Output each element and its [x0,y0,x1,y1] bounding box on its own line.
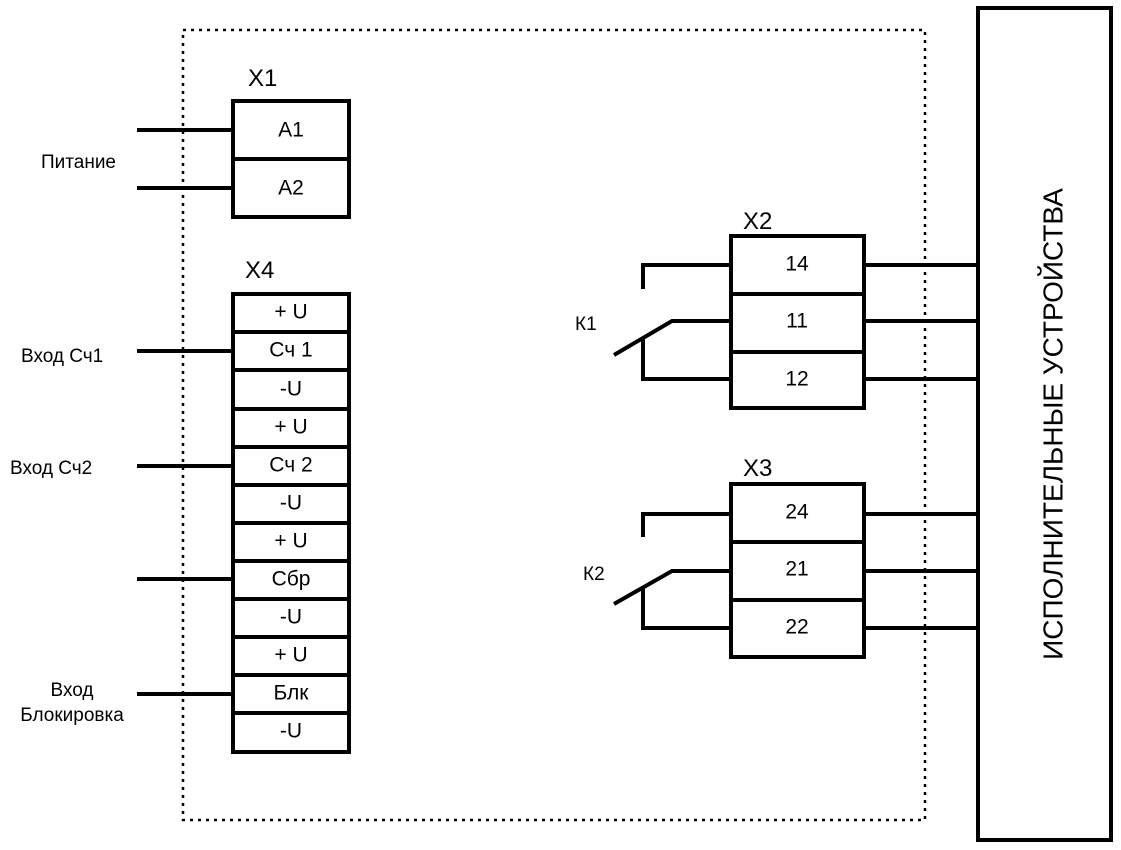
x3-frame [729,482,866,659]
x4-cell-label: Сч 1 [269,339,312,362]
relay-k2-contact [613,512,731,630]
k1-nc-wire [641,263,731,289]
device-boundary [181,28,927,822]
input2-label: Вход Сч2 [10,458,92,479]
x2-cell-label: 14 [785,253,809,276]
executive-devices-box [976,6,1113,842]
x2-cell-label: 11 [786,310,808,333]
x4-cell-label: + U [274,530,307,553]
x1-cell-label: A2 [278,177,304,200]
k2-nc-wire [641,512,731,537]
x3-cell-label: 22 [785,616,808,639]
k1-no-wire [641,338,731,381]
k1-common-wire [612,319,731,357]
x4-cell-label: -U [280,492,302,515]
x1-terminal-block: A1 A2 [231,99,351,219]
x4-cell-label: Блк [274,682,310,705]
k1-label: К1 [575,314,597,335]
x2-terminal-block: 14 11 12 [729,234,866,410]
block-label-line1: Вход [51,680,94,701]
x4-cell-label: + U [274,301,307,324]
x4-cell-label: + U [274,644,307,667]
x1-name: X1 [248,65,277,92]
k2-label: К2 [583,564,605,585]
x3-name: X3 [743,455,772,482]
x4-cell-label: -U [280,606,302,629]
x4-terminal-block: + U Сч 1 -U + U Сч 2 -U + U Сбр -U + U Б… [231,292,351,754]
x3-cell-label: 21 [785,558,808,581]
x2-frame [729,234,866,410]
x4-cell-label: -U [280,720,302,743]
relay-k1-contact [612,263,731,381]
x4-cell-label: + U [274,416,307,439]
input1-label: Вход Сч1 [21,346,103,367]
x4-cell-label: -U [280,378,302,401]
block-label-line2: Блокировка [20,705,124,726]
power-label: Питание [41,152,116,173]
x4-cell-label: Сбр [272,568,311,591]
x2-name: X2 [743,208,772,235]
executive-devices-label: ИСПОЛНИТЕЛЬНЫЕ УСТРОЙСТВА [1037,188,1068,660]
k2-no-wire [641,587,731,630]
x4-name: X4 [245,257,274,284]
x4-cell-label: Сч 2 [269,454,312,477]
x3-terminal-block: 24 21 22 [729,482,866,659]
x1-cell-label: A1 [278,119,304,142]
k2-common-wire [613,569,731,606]
x1-cell [231,99,351,161]
x2-cell-label: 12 [785,368,808,391]
x3-cell-label: 24 [785,501,809,524]
